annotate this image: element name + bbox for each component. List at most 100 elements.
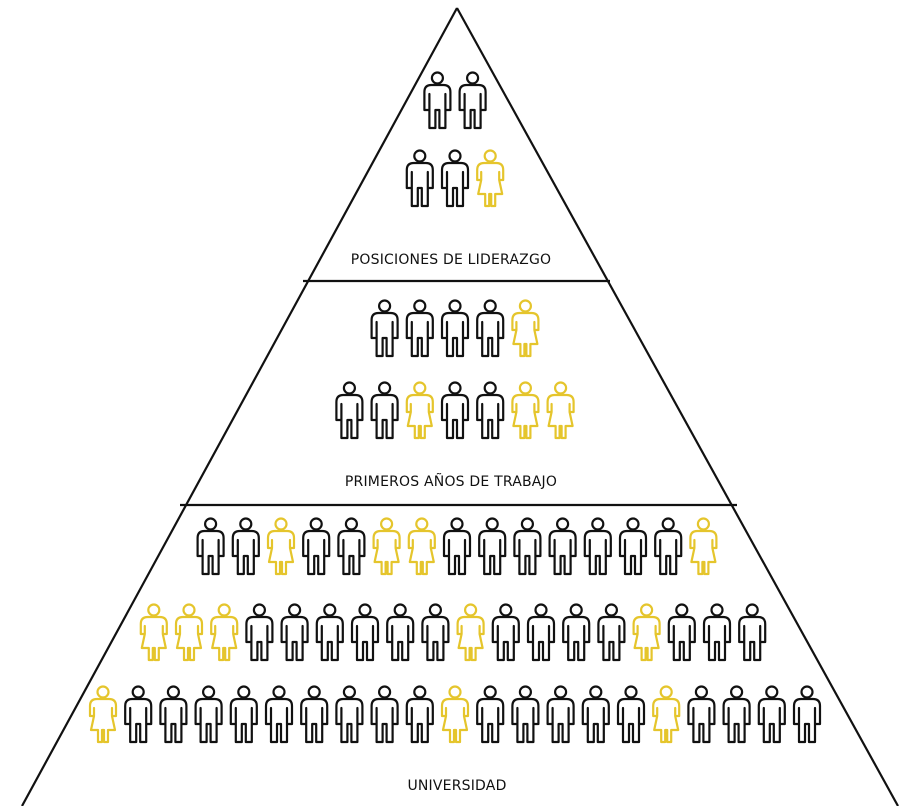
figure-head [483, 381, 497, 395]
man-icon [300, 685, 329, 744]
figure-head [380, 517, 394, 531]
figure-body [654, 529, 683, 576]
figure-head [413, 299, 427, 313]
man-icon [440, 381, 470, 440]
label-university: UNIVERSIDAD [407, 778, 506, 794]
man-icon [370, 299, 399, 358]
figure-body [302, 529, 331, 576]
level-university [88, 517, 822, 744]
figure-head [518, 299, 533, 313]
man-icon [597, 603, 626, 662]
figure-head [464, 603, 478, 617]
figure-body [405, 161, 434, 208]
figure-body [370, 393, 399, 440]
man-icon [231, 517, 260, 576]
figure-head [483, 685, 497, 699]
woman-icon [372, 517, 401, 576]
figure-body [335, 697, 364, 744]
figure-head [624, 685, 638, 699]
figure-row [88, 685, 822, 744]
figure-body [476, 393, 505, 440]
man-icon [548, 517, 577, 576]
figure-head [499, 603, 513, 617]
man-icon [264, 685, 294, 744]
figure-head [237, 685, 251, 699]
woman-icon [476, 149, 505, 208]
man-icon [423, 71, 452, 130]
figure-head [553, 685, 568, 699]
man-icon [581, 685, 610, 744]
figure-head [428, 603, 442, 617]
man-icon [458, 71, 487, 130]
man-icon [335, 381, 364, 440]
man-icon [280, 603, 309, 662]
figure-body [546, 393, 575, 440]
figure-body [511, 311, 540, 358]
figure-body [280, 615, 309, 662]
man-icon [335, 685, 364, 744]
figure-head [204, 517, 218, 531]
figure-body [370, 697, 399, 744]
figure-head [239, 517, 253, 531]
man-icon [546, 685, 575, 744]
woman-icon [174, 603, 204, 662]
figure-head [413, 685, 427, 699]
figure-body [386, 615, 415, 662]
figure-head [344, 517, 358, 531]
pyramid-outline [21, 7, 899, 806]
figure-body [370, 311, 399, 358]
woman-icon [511, 299, 540, 358]
man-icon [302, 517, 331, 576]
figure-body [440, 311, 470, 358]
figure-head [415, 517, 429, 531]
figure-head [534, 603, 548, 617]
figure-head [520, 517, 535, 531]
figure-body [757, 697, 786, 744]
figure-head [553, 381, 568, 395]
figure-head [604, 603, 619, 617]
figure-body [581, 697, 610, 744]
figure-body [407, 529, 436, 576]
figure-body [476, 161, 505, 208]
figure-body [738, 615, 767, 662]
man-icon [792, 685, 822, 744]
figure-head [288, 603, 302, 617]
figure-head [661, 517, 675, 531]
man-icon [159, 685, 188, 744]
figure-head [166, 685, 180, 699]
figure-body [511, 697, 540, 744]
figure-body [315, 615, 344, 662]
level-early-career [335, 299, 575, 440]
figure-body [159, 697, 188, 744]
woman-icon [652, 685, 681, 744]
man-icon [440, 149, 470, 208]
figure-row [405, 149, 505, 208]
figure-body [513, 529, 542, 576]
figure-head [358, 603, 372, 617]
woman-icon [440, 685, 470, 744]
figure-head [96, 685, 110, 699]
man-icon [124, 685, 153, 744]
figure-head [378, 685, 392, 699]
figure-body [245, 615, 274, 662]
figure-body [583, 529, 612, 576]
figure-head [466, 71, 480, 85]
figure-head [342, 381, 356, 395]
figure-body [210, 615, 239, 662]
figure-head [217, 603, 231, 617]
figure-body [689, 529, 718, 576]
figure-body [597, 615, 626, 662]
figure-head [639, 603, 654, 617]
figure-body [405, 697, 434, 744]
figure-body [667, 615, 696, 662]
figure-head [659, 685, 673, 699]
figure-body [196, 529, 225, 576]
figure-head [252, 603, 266, 617]
figure-body [546, 697, 575, 744]
figure-body [548, 529, 577, 576]
man-icon [702, 603, 732, 662]
man-icon [722, 685, 751, 744]
figure-head [483, 149, 497, 163]
figure-body [231, 529, 260, 576]
